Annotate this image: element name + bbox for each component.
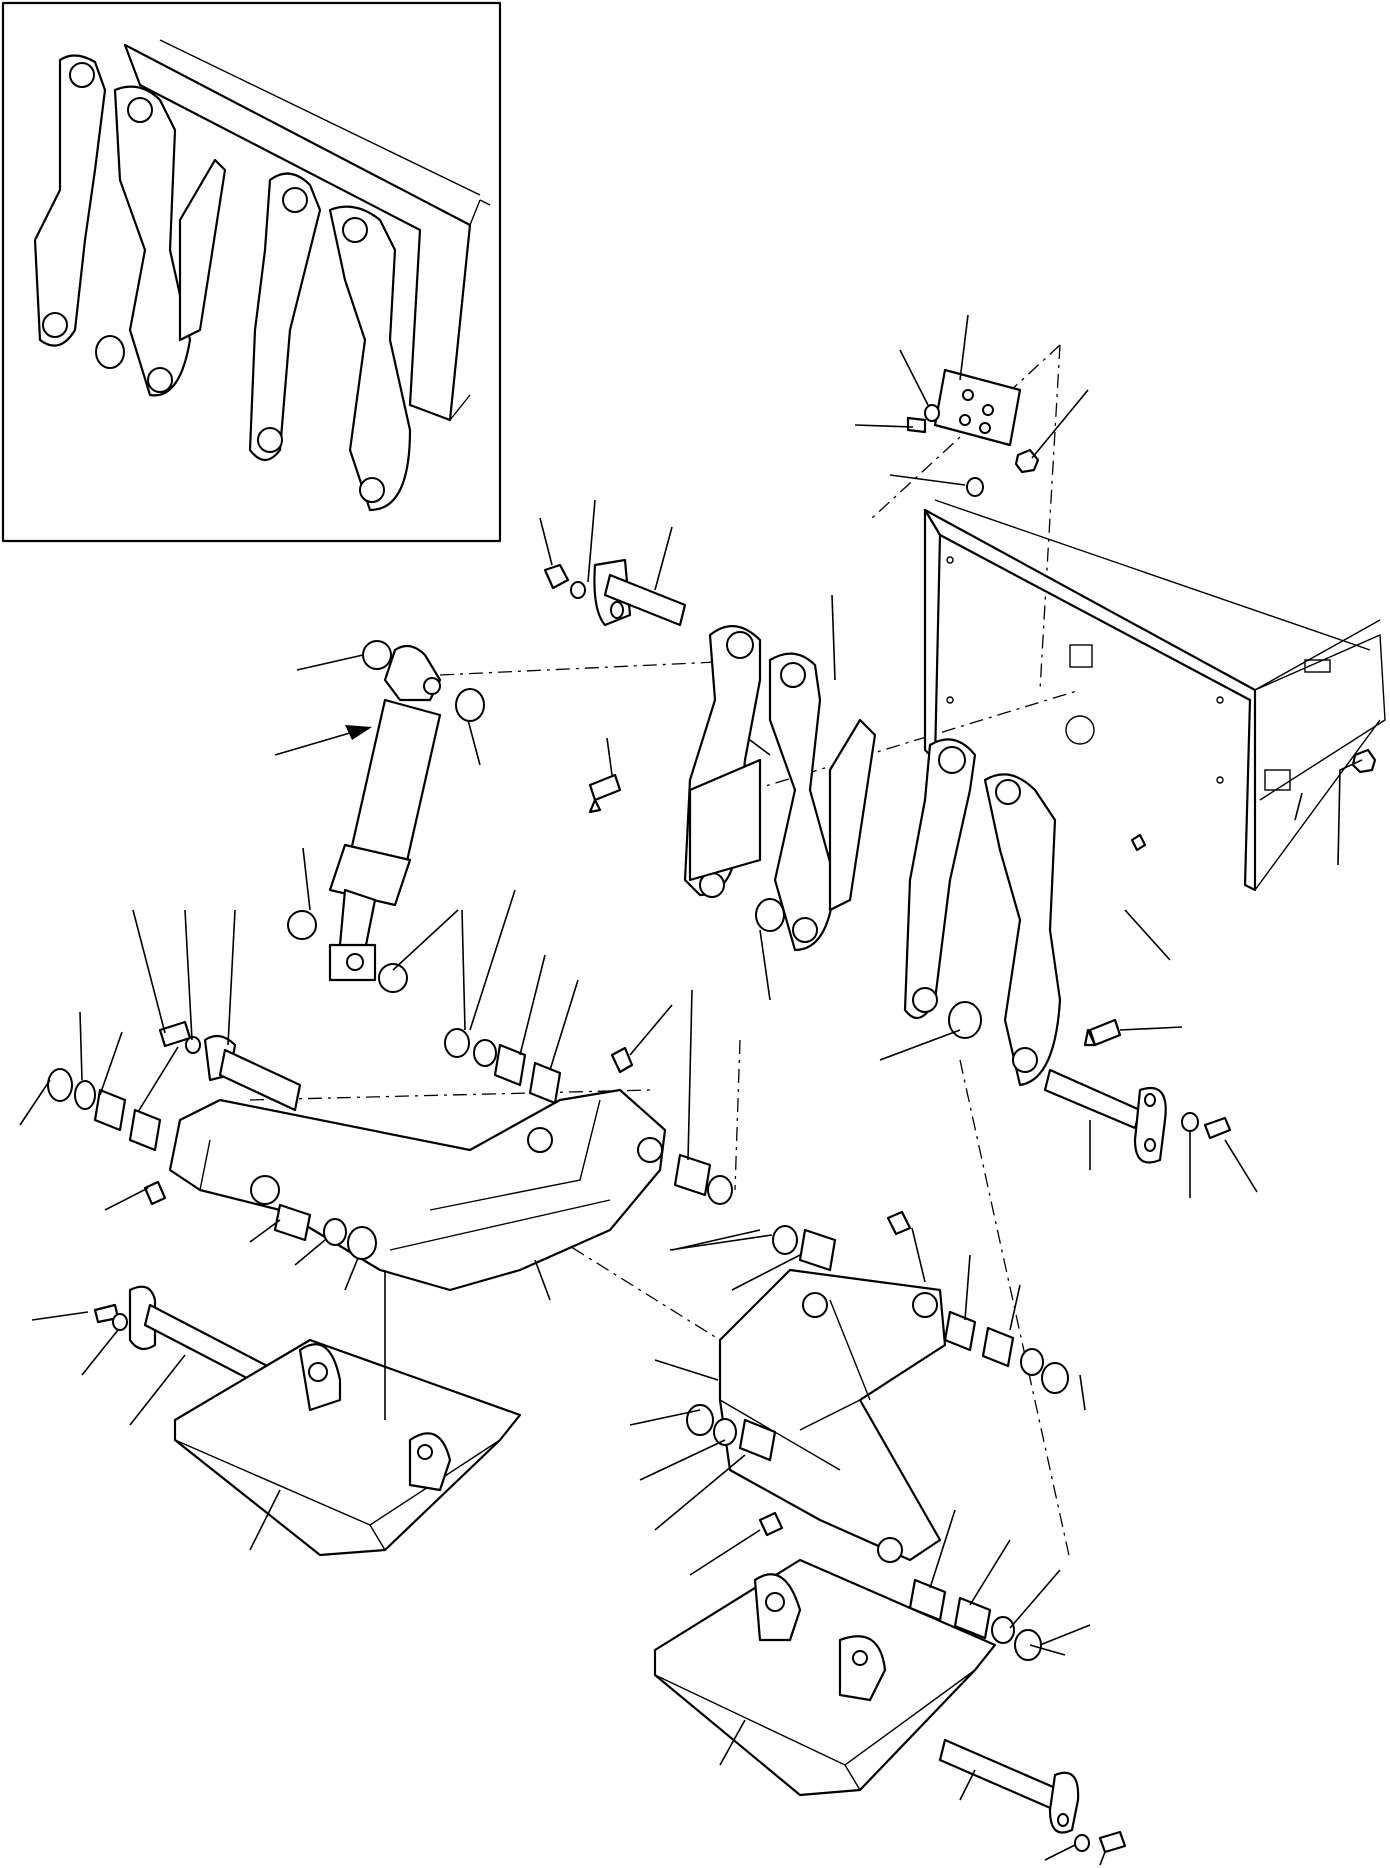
link-bracket [828, 718, 877, 912]
left-pad-group [93, 1285, 522, 1557]
pin-arm-top [218, 1048, 302, 1112]
pin-pad-right [938, 1738, 1062, 1812]
shock-washer-bottom-right [378, 963, 408, 993]
shock-lower-body [328, 843, 412, 907]
upper-pin-group [543, 558, 687, 627]
grease-fitting-rarm [886, 1210, 912, 1236]
view-arrow-head [345, 725, 372, 740]
main-mount-plate [923, 499, 1386, 892]
screw-pad-right [1098, 1830, 1127, 1854]
bushing-left-1 [93, 1088, 127, 1132]
grease-fitting-left [143, 1180, 167, 1206]
link-bolts [588, 748, 1377, 1047]
pin-right [1043, 1068, 1142, 1130]
bushing-rarm-right-2 [981, 1326, 1015, 1368]
link-arms [683, 625, 1062, 1087]
bushing-rarm-left [738, 1418, 777, 1462]
pin-upper [603, 573, 687, 627]
pin-plate-pad-left [128, 1285, 157, 1351]
grease-fitting-rarm-low [758, 1511, 784, 1537]
lock-washer-upper [570, 581, 586, 599]
leader-lines [19, 314, 1363, 1866]
shock-washer-bottom-left [287, 910, 317, 940]
nut-right [1351, 748, 1377, 774]
bolt-upper [543, 563, 570, 590]
washer-right-pin [1181, 1112, 1199, 1132]
bolt-right [1083, 1018, 1122, 1047]
shock-body [348, 698, 442, 872]
inset-bracket [178, 158, 227, 342]
nut-top [1014, 448, 1040, 474]
right-swing-arm [718, 1268, 947, 1562]
shock-washer-top-left [362, 640, 392, 670]
inset-link-4 [328, 205, 412, 512]
left-swing-arm-group [47, 1020, 733, 1292]
pin-plate-right [1133, 1087, 1167, 1164]
pin-plate-pad-right [1048, 1771, 1080, 1834]
spacer-washer-right [948, 1001, 982, 1039]
grease-fitting-top [610, 1046, 634, 1074]
inset-washer [95, 335, 125, 369]
bushing-rarm-top [798, 1228, 837, 1272]
link-arm-4 [983, 773, 1062, 1087]
shock-washer-top-right [455, 688, 485, 722]
view-arrow [274, 729, 361, 756]
spacer-washer-mid [755, 898, 785, 932]
inset-view [1, 1, 502, 543]
bushing-left-2 [128, 1108, 162, 1152]
right-track-pad [653, 1558, 997, 1797]
inset-frame [1, 1, 502, 543]
inset-link-2 [113, 85, 192, 397]
link-side-plate [688, 758, 762, 882]
left-track-pad [173, 1338, 522, 1557]
top-plate-assembly [906, 368, 1040, 497]
small-plate [933, 368, 1022, 447]
bushing-top-2 [528, 1061, 562, 1105]
right-pad-group [653, 1558, 1127, 1854]
washer-top-2 [966, 477, 984, 497]
inset-link-1 [33, 54, 107, 347]
bushing-small [1130, 833, 1147, 852]
cap-screw-top [906, 416, 927, 434]
right-swing-arm-group [686, 1210, 1069, 1661]
right-pin-group [1043, 1068, 1232, 1164]
left-swing-arm [168, 1088, 667, 1292]
bushing-rarm-low-2 [953, 1596, 992, 1640]
inset-link-3 [248, 172, 322, 462]
bushing-top-1 [493, 1043, 527, 1087]
shock-absorber [274, 640, 485, 993]
shock-rod [338, 888, 377, 952]
link-arm-3 [903, 738, 977, 1020]
bushing-rarm-right-1 [943, 1310, 977, 1352]
bolt-left [588, 773, 622, 814]
pad-lug-right-2 [838, 1635, 887, 1702]
bushing-right-1 [673, 1153, 712, 1197]
screw-right-pin [1203, 1116, 1232, 1140]
washer-top [924, 404, 940, 422]
